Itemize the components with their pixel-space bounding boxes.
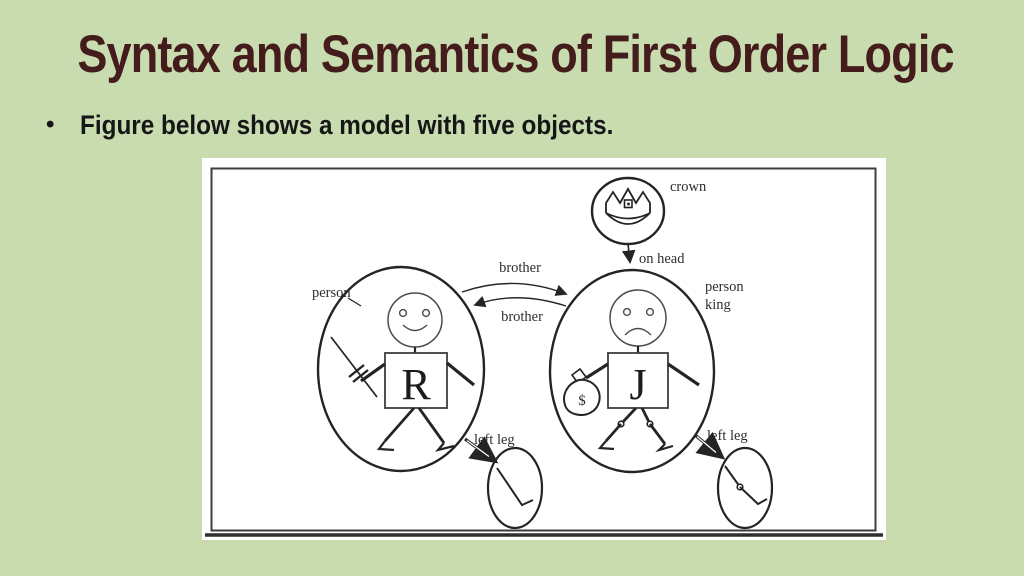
john-right-eye [645, 307, 655, 317]
brother-label-bottom: brother [501, 309, 543, 325]
john-right-foot [655, 443, 674, 453]
richard-figure [330, 292, 476, 452]
richard-left-eye [398, 308, 408, 318]
john-left-leg-lower [604, 423, 623, 442]
john-left-eye [622, 307, 632, 317]
john-figure [563, 289, 700, 453]
john-initial: J [629, 360, 646, 409]
richard-head [387, 292, 443, 348]
richard-smile [402, 324, 428, 332]
money-symbol: $ [578, 393, 586, 409]
richard-initial: R [401, 360, 431, 409]
leg-shape-right [724, 465, 768, 506]
brother-arrow-bottom [473, 295, 567, 308]
john-left-arm [585, 362, 609, 380]
sword-guard-2 [352, 369, 369, 383]
left-leg-label-right: left leg [707, 428, 748, 444]
richard-right-arm [445, 361, 476, 387]
page-title: Syntax and Semantics of First Order Logi… [0, 24, 1024, 85]
person-pointer-line [347, 297, 362, 307]
person-king-label-line1: person [705, 279, 744, 295]
left-leg-oval-right [716, 446, 774, 530]
john-right-leg-lower [648, 423, 667, 445]
left-leg-arrow-right-inner [696, 436, 717, 453]
sword-guard-1 [348, 364, 365, 378]
bullet-item: • Figure below shows a model with five o… [46, 108, 673, 142]
left-leg-label-left: left leg [474, 432, 515, 448]
richard-right-eye [421, 308, 431, 318]
person-label: person [312, 285, 351, 301]
richard-oval [316, 265, 486, 473]
richard-right-leg [417, 407, 446, 444]
sword-blade [330, 336, 378, 398]
left-leg-arrow-left-inner [466, 439, 490, 458]
bullet-marker: • [46, 111, 55, 138]
john-head [609, 289, 667, 347]
brother-label-top: brother [499, 260, 541, 276]
crown-object [590, 176, 666, 246]
figure-svg: crown on head person person king brother… [205, 167, 883, 537]
richard-left-foot [376, 440, 395, 452]
richard-body-square [384, 352, 448, 409]
person-king-label-line2: king [705, 297, 731, 313]
crown-label: crown [670, 179, 707, 195]
model-figure: crown on head person person king brother… [202, 158, 886, 540]
john-left-leg-upper [619, 407, 638, 425]
john-frown [624, 327, 652, 336]
richard-right-foot [434, 442, 455, 452]
bullet-text: Figure below shows a model with five obj… [80, 110, 614, 140]
john-oval [548, 268, 716, 474]
john-right-arm [667, 362, 700, 387]
richard-left-arm [360, 362, 386, 383]
page-title-text: Syntax and Semantics of First Order Logi… [77, 25, 954, 84]
brother-arrow-top [461, 282, 568, 296]
money-bag [563, 378, 601, 416]
john-body-square [607, 352, 669, 409]
on-head-arrow [621, 243, 636, 265]
crown-icon [605, 187, 651, 225]
left-leg-oval-left [486, 446, 544, 530]
figure-border [210, 167, 877, 532]
richard-left-leg [383, 407, 416, 442]
john-left-foot [597, 440, 615, 451]
leg-shape-left [496, 467, 534, 507]
on-head-label: on head [639, 251, 685, 267]
